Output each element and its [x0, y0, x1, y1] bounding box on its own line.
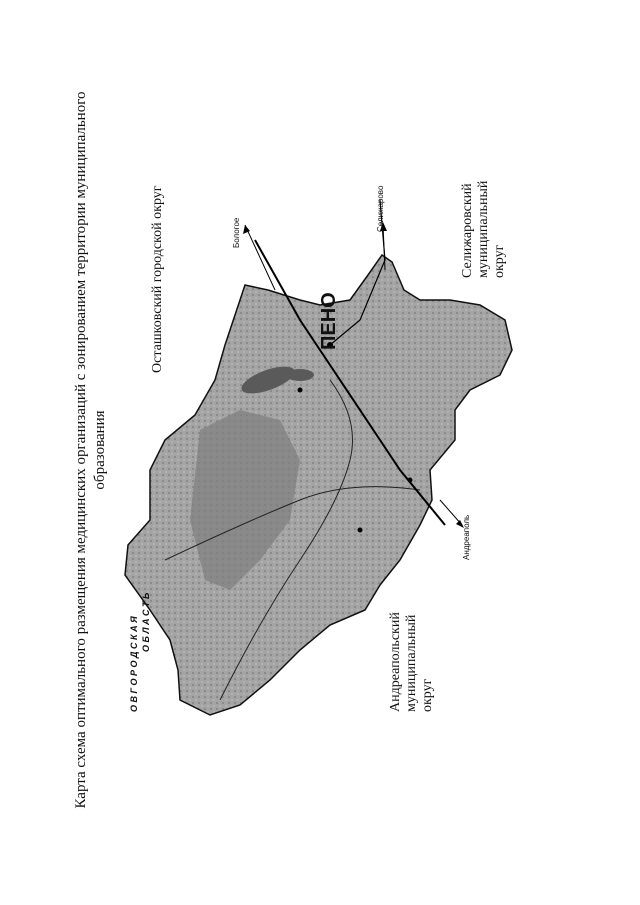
region-selizharovo-line-2: муниципальный — [476, 180, 491, 278]
river-line — [219, 379, 353, 701]
arrowhead — [456, 520, 464, 528]
forest-zone — [190, 410, 300, 590]
region-selizharovo: Селижаровский муниципальный округ — [460, 181, 508, 278]
settlement-dot — [327, 342, 333, 348]
settlement-dot — [297, 387, 303, 393]
region-novgorod-line-2: О Б Л А С Т Ь — [141, 592, 151, 652]
arrow-andreapol — [439, 499, 463, 526]
arrowhead — [243, 225, 250, 234]
railway-line — [254, 239, 446, 526]
direction-selizharovo: Селижарово — [376, 185, 385, 232]
region-andreapol: Андреапольский муниципальный округ — [388, 612, 436, 712]
arrowhead — [380, 222, 387, 231]
region-novgorod-line-1: О В Г О Р О Д С К А Я — [129, 616, 139, 712]
direction-andreapol: Андреаполь — [462, 514, 471, 560]
lake-shape — [286, 369, 314, 381]
region-novgorod: О В Г О Р О Д С К А Я О Б Л А С Т Ь — [128, 593, 152, 712]
lake-shape — [241, 366, 295, 394]
region-selizharovo-line-3: округ — [492, 244, 507, 278]
region-selizharovo-line-1: Селижаровский — [460, 183, 475, 278]
district-territory — [124, 253, 513, 716]
direction-bologoe: Бологое — [232, 217, 241, 248]
arrow-selizharovo — [382, 224, 386, 271]
region-andreapol-line-1: Андреапольский — [388, 612, 403, 712]
region-andreapol-line-2: муниципальный — [404, 614, 419, 712]
map-town-label: ПЕНО — [318, 292, 340, 350]
region-ostashkov: Осташковский городской округ — [150, 185, 165, 374]
settlement-dot — [357, 527, 363, 533]
region-andreapol-line-3: округ — [420, 678, 435, 712]
arrow-bologoe — [244, 224, 276, 291]
river-line — [164, 486, 421, 561]
settlement-dot — [407, 477, 413, 483]
